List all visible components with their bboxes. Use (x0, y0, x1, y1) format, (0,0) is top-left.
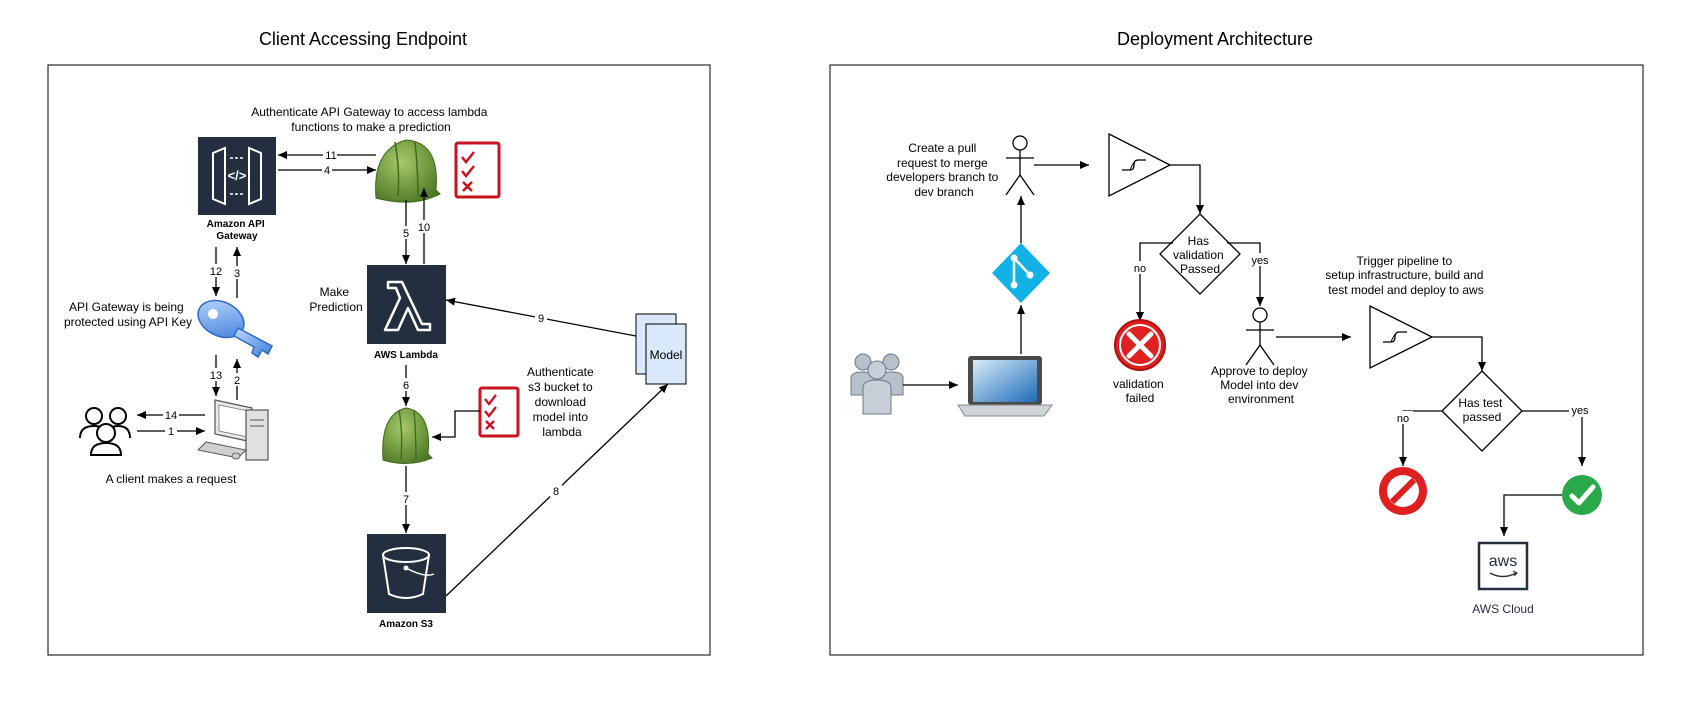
step-1-label: 1 (168, 426, 174, 438)
pull-request-text: Create a pull request to merge developer… (886, 141, 1001, 199)
right-panel-frame (829, 64, 1644, 656)
api-key-text: API Gateway is being protected using API… (64, 300, 192, 329)
step-9-label: 9 (538, 313, 544, 325)
make-prediction-text: Make Prediction (309, 285, 362, 314)
validation-check-triangle (1108, 132, 1172, 198)
trigger-pipeline-text: Trigger pipeline to setup infrastructure… (1325, 254, 1486, 297)
checklist-to-helmet-arrow (432, 410, 480, 441)
right-panel-title: Deployment Architecture (1117, 29, 1313, 49)
amazon-s3-icon (367, 534, 446, 613)
step-12-label: 12 (210, 266, 222, 278)
pipeline-to-diamond-arrow (1432, 336, 1486, 371)
step-6-label: 6 (403, 380, 409, 392)
check-to-diamond-arrow (1170, 164, 1204, 214)
test-diamond-text: Has test passed (1458, 396, 1505, 424)
test-passed-check-icon (1562, 475, 1602, 515)
step-11-label: 11 (325, 150, 336, 162)
client-computer-icon (196, 399, 269, 461)
validation-no-label: no (1134, 263, 1146, 275)
auth-api-gateway-text: Authenticate API Gateway to access lambd… (251, 105, 490, 134)
validation-diamond-text: Has validation Passed (1173, 234, 1227, 276)
step-5-label: 5 (403, 228, 409, 240)
test-failed-prohibited-icon (1379, 467, 1427, 515)
iam-helmet-icon (375, 139, 441, 203)
validation-no-arrow (1136, 242, 1173, 321)
api-gateway-label: Amazon API Gateway (207, 219, 268, 242)
left-panel-title: Client Accessing Endpoint (259, 29, 467, 49)
step-7-label: 7 (403, 494, 409, 506)
svg-text:</>: </> (228, 168, 247, 183)
test-diamond (1441, 370, 1523, 452)
amazon-s3-label: Amazon S3 (379, 619, 433, 630)
aws-lambda-label: AWS Lambda (374, 350, 438, 361)
model-document-icon (635, 313, 687, 385)
step-4-label: 4 (324, 165, 330, 177)
developer-team-icon (850, 353, 904, 415)
step-8-label: 8 (553, 486, 559, 498)
left-panel-frame (47, 64, 711, 656)
validation-yes-label: yes (1251, 255, 1269, 267)
api-gateway-icon: </> (198, 137, 276, 215)
aws-cloud-label: AWS Cloud (1472, 602, 1534, 616)
git-icon (992, 243, 1050, 303)
step-2-label: 2 (234, 375, 240, 387)
step-14-label: 14 (165, 410, 177, 422)
passed-to-aws-arrow (1500, 494, 1562, 536)
test-yes-label: yes (1571, 405, 1589, 417)
aws-cloud-icon: aws (1477, 541, 1529, 591)
step-13-label: 13 (210, 370, 222, 382)
aws-lambda-icon (367, 265, 446, 344)
test-yes-arrow (1522, 410, 1586, 466)
model-label: Model (650, 348, 683, 362)
laptop-icon (957, 356, 1053, 417)
auth-s3-text: Authenticate s3 bucket to download model… (527, 365, 597, 439)
svg-text:aws: aws (1489, 553, 1517, 570)
approver-actor-icon (1245, 307, 1275, 366)
validation-yes-arrow (1227, 242, 1264, 306)
s3-access-helmet-icon (382, 407, 433, 464)
step-10-label: 10 (418, 222, 430, 234)
developer-actor-icon (1005, 135, 1035, 196)
validation-diamond (1159, 213, 1241, 295)
s3-permission-checklist-icon (478, 386, 520, 438)
validation-failed-text: validation failed (1113, 377, 1167, 405)
client-request-text: A client makes a request (106, 472, 237, 486)
permission-checklist-icon (454, 141, 501, 199)
users-icon (79, 407, 131, 456)
api-key-icon (197, 299, 273, 359)
pipeline-triangle (1369, 304, 1434, 370)
test-no-label: no (1397, 413, 1409, 425)
validation-failed-icon (1114, 319, 1166, 371)
approve-deploy-text: Approve to deploy Model into dev environ… (1211, 364, 1311, 406)
step-3-label: 3 (234, 268, 240, 280)
